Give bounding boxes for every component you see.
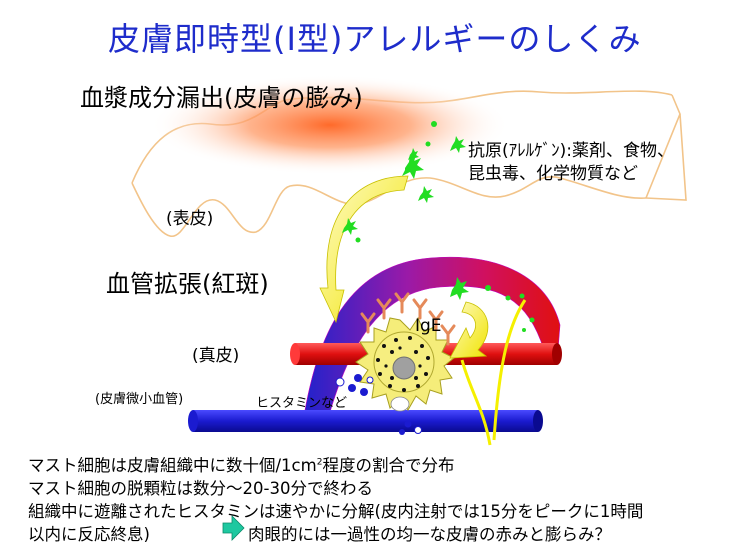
capillary-label: (皮膚微小血管) (95, 392, 184, 407)
antigen-label-line2: 昆虫毒、化学物質など (468, 164, 638, 184)
vasodilation-label: 血管拡張(紅斑) (106, 270, 269, 298)
slide-title: 皮膚即時型(Ⅰ型)アレルギーのしくみ (108, 20, 642, 58)
nerve-line (492, 299, 527, 441)
histamine-label: ヒスタミンなど (256, 396, 348, 411)
histamine-particles (335, 374, 422, 435)
antigen-stars (342, 121, 535, 332)
plasma-leakage-label: 血漿成分漏出(皮膚の膨み) (80, 84, 363, 112)
antigen-binding-arrow (449, 301, 489, 359)
note-line-1-sup: 2 (316, 457, 323, 468)
capillary-vein (188, 410, 543, 432)
dermis-label: (真皮) (192, 346, 240, 366)
antigen-entry-arrow (319, 175, 409, 324)
note-line-4: 以内に反応終息) (28, 525, 150, 544)
ige-label: IgE (415, 316, 442, 336)
note-line-1: マスト細胞は皮膚組織中に数十個/1cm2程度の割合で分布 (28, 452, 454, 476)
epidermis-label: (表皮) (166, 209, 214, 229)
note-line-2: マスト細胞の脱顆粒は数分〜20-30分で終わる (28, 479, 373, 498)
note-line-3: 組織中に遊離されたヒスタミンは速やかに分解(皮内注射では15分をピークに1時間 (28, 502, 644, 521)
ige-antibodies (360, 292, 456, 346)
mast-cell (355, 316, 455, 412)
note-line-5: 肉眼的には一過性の均一な皮膚の赤みと膨らみ？ (248, 525, 611, 544)
note-line-1-pre: マスト細胞は皮膚組織中に数十個/1cm (28, 456, 317, 475)
teal-arrow-icon (222, 515, 245, 541)
dilated-vessel-arch (304, 256, 561, 413)
note-line-1-post: 程度の割合で分布 (322, 456, 455, 475)
nerve-line (460, 359, 492, 446)
swelling-cloud (150, 75, 510, 175)
antigen-label-line1: 抗原(ｱﾚﾙｹﾞﾝ):薬剤、食物、 (468, 141, 674, 161)
